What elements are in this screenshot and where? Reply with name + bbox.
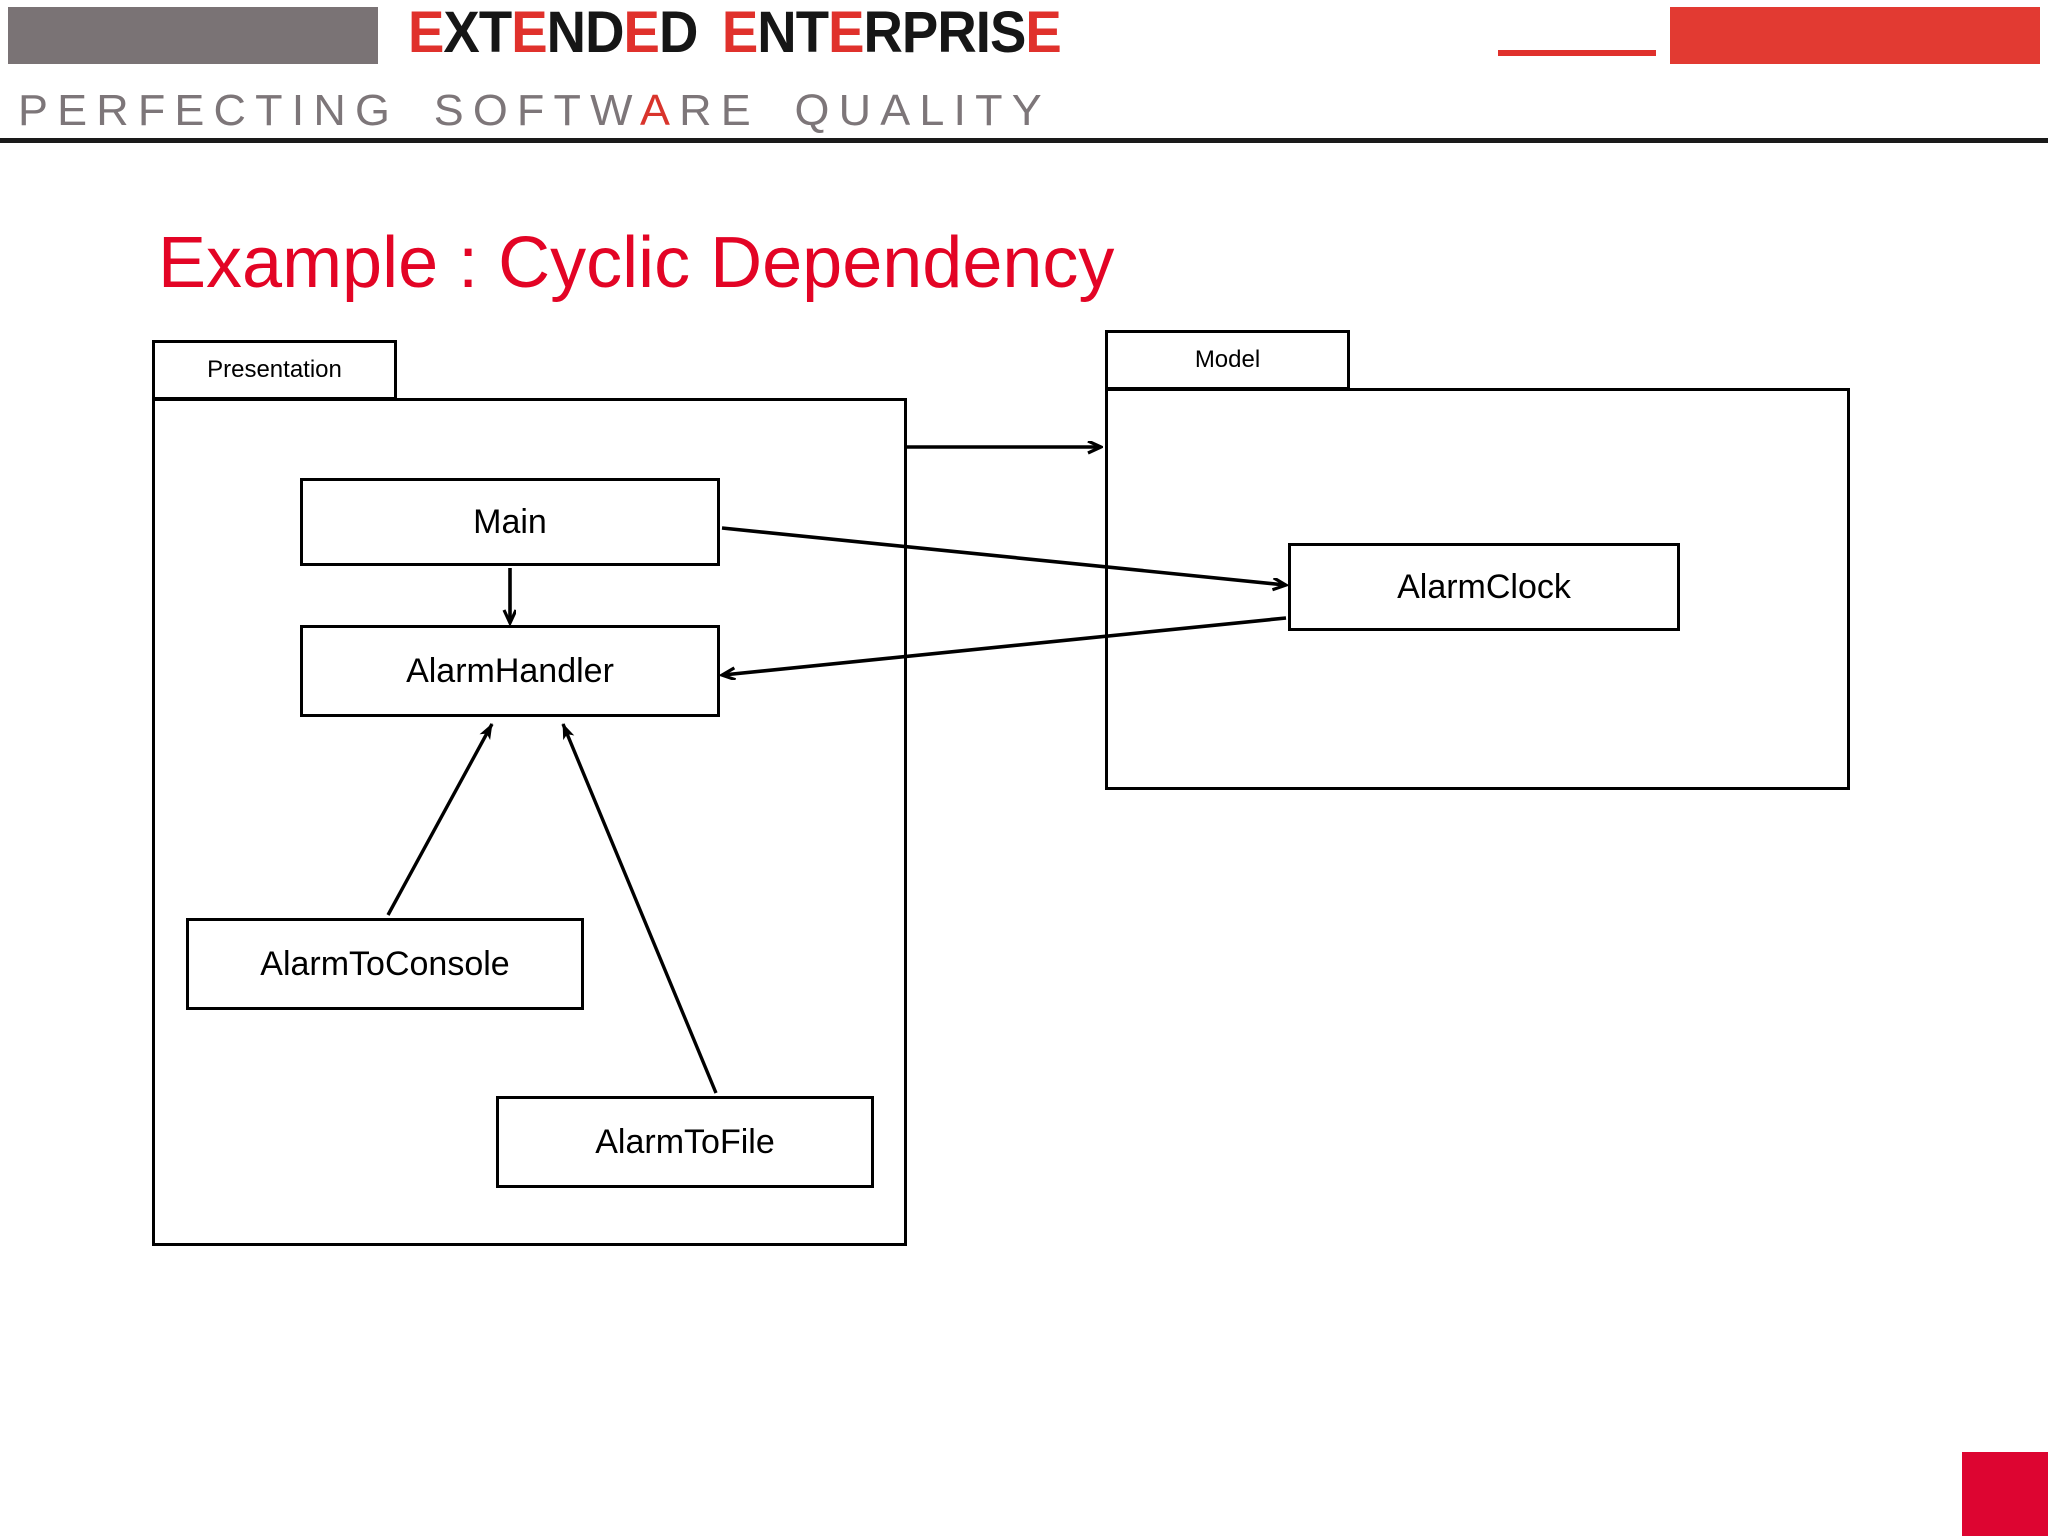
header-divider-rule (0, 138, 2048, 143)
footer-red-accent (1962, 1452, 2048, 1536)
class-box-alarmclock[interactable]: AlarmClock (1288, 543, 1680, 631)
package-label-presentation: Presentation (207, 356, 342, 383)
tagline-word-software-part1: SOFTW (433, 86, 641, 135)
class-label-alarmtoconsole: AlarmToConsole (260, 944, 510, 983)
wordmark-letter: X (443, 0, 479, 65)
wordmark-letter: I (975, 0, 991, 65)
page-title: Example : Cyclic Dependency (158, 223, 1115, 303)
tagline-word-software-part2: RE (679, 86, 760, 135)
wordmark-letter: E (623, 0, 660, 65)
wordmark-letter: T (795, 0, 829, 65)
wordmark-letter: T (478, 0, 512, 65)
package-label-model: Model (1194, 346, 1261, 373)
wordmark-letter: E (721, 0, 758, 65)
company-tagline: PERFECTING SOFTWARE QUALITY (18, 86, 2048, 136)
tagline-word-quality: QUALITY (794, 86, 1051, 135)
banner-red-block (1670, 7, 2040, 64)
wordmark-letter: N (757, 0, 796, 65)
class-box-main[interactable]: Main (300, 478, 720, 566)
wordmark-letter: N (546, 0, 586, 65)
package-tab-presentation: Presentation (152, 340, 397, 400)
wordmark-letter: D (585, 0, 624, 65)
class-label-alarmhandler: AlarmHandler (406, 651, 614, 690)
tagline-word-perfecting: PERFECTING (18, 86, 400, 135)
wordmark-letter: D (658, 0, 698, 65)
tagline-letter-a-accent: A (640, 86, 680, 135)
class-label-alarmclock: AlarmClock (1397, 567, 1571, 606)
wordmark-letter: R (863, 0, 902, 65)
wordmark-extended: EXTENDED (408, 0, 698, 65)
wordmark-letter: E (408, 0, 444, 65)
wordmark-letter: E (828, 0, 864, 65)
package-tab-model: Model (1105, 330, 1350, 390)
wordmark-letter: P (901, 0, 938, 65)
class-box-alarmhandler[interactable]: AlarmHandler (300, 625, 720, 717)
wordmark-letter: E (511, 0, 547, 65)
wordmark-letter: R (937, 0, 976, 65)
wordmark-enterprise: ENTERPRISE (721, 0, 1062, 65)
class-box-alarmtoconsole[interactable]: AlarmToConsole (186, 918, 584, 1010)
wordmark-letter: E (1025, 0, 1061, 65)
banner-gray-block (8, 7, 378, 64)
class-label-alarmtofile: AlarmToFile (595, 1122, 775, 1161)
wordmark-underline-accent (1498, 50, 1656, 56)
wordmark-letter: S (990, 0, 1026, 65)
class-label-main: Main (473, 502, 547, 541)
class-box-alarmtofile[interactable]: AlarmToFile (496, 1096, 874, 1188)
